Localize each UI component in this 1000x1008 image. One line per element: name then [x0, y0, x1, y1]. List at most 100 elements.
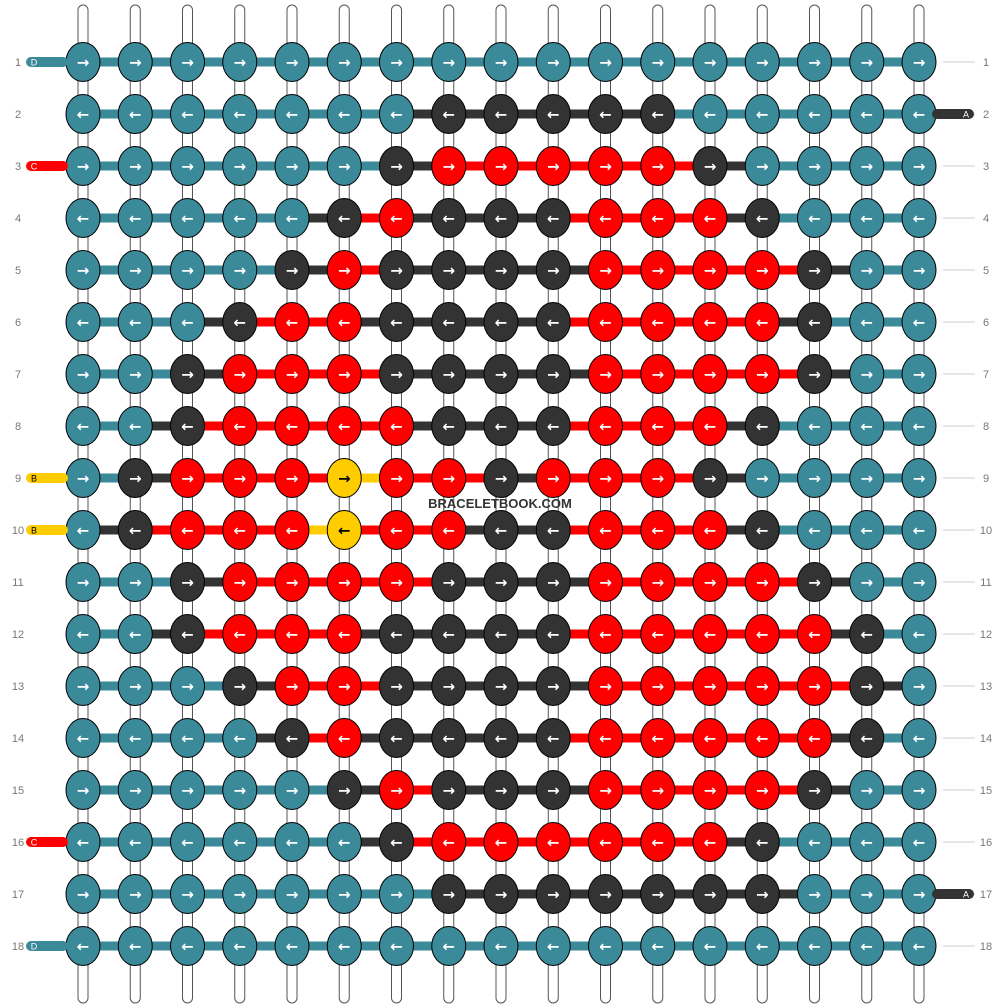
knot-shape — [170, 198, 205, 238]
strand-letter: A — [963, 890, 969, 900]
row-label-right: 4 — [983, 213, 989, 225]
knot: ← — [274, 614, 310, 654]
knot: → — [901, 666, 937, 706]
knot: → — [431, 42, 467, 82]
arrow-right-icon: → — [233, 366, 246, 384]
row-segment — [762, 213, 815, 223]
row-segment — [344, 473, 397, 483]
knot: → — [744, 146, 780, 186]
knot: ← — [170, 302, 205, 342]
knot: ← — [117, 822, 153, 862]
row-label-right: 7 — [983, 369, 989, 381]
row-segment — [710, 941, 763, 951]
knot-shape — [379, 718, 414, 758]
knot: ← — [640, 822, 676, 862]
row-segment — [396, 733, 449, 743]
knot: ← — [692, 94, 728, 134]
knot: → — [431, 458, 467, 498]
knot: ← — [797, 822, 832, 862]
row-segment — [239, 577, 292, 587]
row-segment — [866, 213, 919, 223]
knot: → — [901, 562, 937, 602]
knot: → — [65, 770, 101, 810]
row-segment — [814, 369, 867, 379]
knot-shape — [744, 614, 780, 654]
row-segment — [448, 837, 501, 847]
row-segment — [83, 109, 136, 119]
knot: ← — [849, 614, 885, 654]
row-label-left: 3 — [15, 161, 21, 173]
knot-shape — [170, 42, 205, 82]
row-label-left: 4 — [15, 213, 21, 225]
row-segment — [135, 57, 188, 67]
knot: ← — [692, 614, 728, 654]
row-segment — [292, 369, 345, 379]
arrow-left-icon: ← — [808, 938, 821, 956]
arrow-left-icon: ← — [77, 730, 90, 748]
knot: → — [640, 146, 676, 186]
row-segment — [710, 681, 763, 691]
knot-shape — [326, 198, 362, 238]
row-segment — [448, 369, 501, 379]
arrow-right-icon: → — [860, 262, 873, 280]
knot: → — [483, 42, 519, 82]
knot: → — [379, 770, 414, 810]
row-segment — [396, 213, 449, 223]
arrow-right-icon: → — [338, 678, 351, 696]
strand-end-left: C — [26, 161, 68, 172]
arrow-right-icon: → — [390, 782, 403, 800]
row-segment — [762, 785, 815, 795]
row-segment — [814, 577, 867, 587]
knot-shape — [483, 146, 519, 186]
knot: → — [640, 42, 676, 82]
row-segment — [762, 525, 815, 535]
knot: ← — [797, 614, 832, 654]
row-segment — [501, 525, 554, 535]
knot-shape — [692, 354, 728, 394]
row-segment — [762, 369, 815, 379]
row-label-left: 16 — [12, 837, 24, 849]
arrow-left-icon: ← — [756, 834, 769, 852]
knot: → — [640, 666, 676, 706]
strand-letter: B — [31, 526, 37, 536]
arrow-left-icon: ← — [704, 522, 717, 540]
knot-shape — [692, 770, 728, 810]
knot: → — [744, 42, 780, 82]
knot-shape — [274, 302, 310, 342]
row-segment — [814, 889, 867, 899]
row-segment — [135, 473, 188, 483]
knot-shape — [535, 94, 571, 134]
knot-shape — [222, 250, 258, 290]
arrow-right-icon: → — [77, 574, 90, 592]
knot: → — [588, 562, 623, 602]
arrow-right-icon: → — [442, 470, 455, 488]
row-segment — [187, 577, 240, 587]
row-segment — [605, 109, 658, 119]
knot-shape — [849, 718, 885, 758]
knot: ← — [797, 510, 832, 550]
arrow-left-icon: ← — [860, 938, 873, 956]
arrow-right-icon: → — [547, 678, 560, 696]
knot-shape — [117, 198, 153, 238]
knot: → — [535, 458, 571, 498]
arrow-left-icon: ← — [756, 210, 769, 228]
arrow-left-icon: ← — [442, 210, 455, 228]
row-segment — [657, 681, 710, 691]
knot: ← — [117, 302, 153, 342]
row-segment — [396, 577, 449, 587]
row-segment — [239, 421, 292, 431]
knot: → — [849, 146, 885, 186]
strand-end-tail — [26, 473, 68, 483]
arrow-left-icon: ← — [651, 730, 664, 748]
knot-shape — [901, 926, 937, 966]
arrow-left-icon: ← — [913, 730, 926, 748]
row-segment — [448, 213, 501, 223]
knot: ← — [431, 302, 467, 342]
arrow-left-icon: ← — [495, 834, 508, 852]
row-segment — [605, 889, 658, 899]
row-segment — [135, 213, 188, 223]
arrow-right-icon: → — [651, 574, 664, 592]
knot-shape — [640, 458, 676, 498]
row-segment — [866, 889, 919, 899]
row-segment — [187, 941, 240, 951]
